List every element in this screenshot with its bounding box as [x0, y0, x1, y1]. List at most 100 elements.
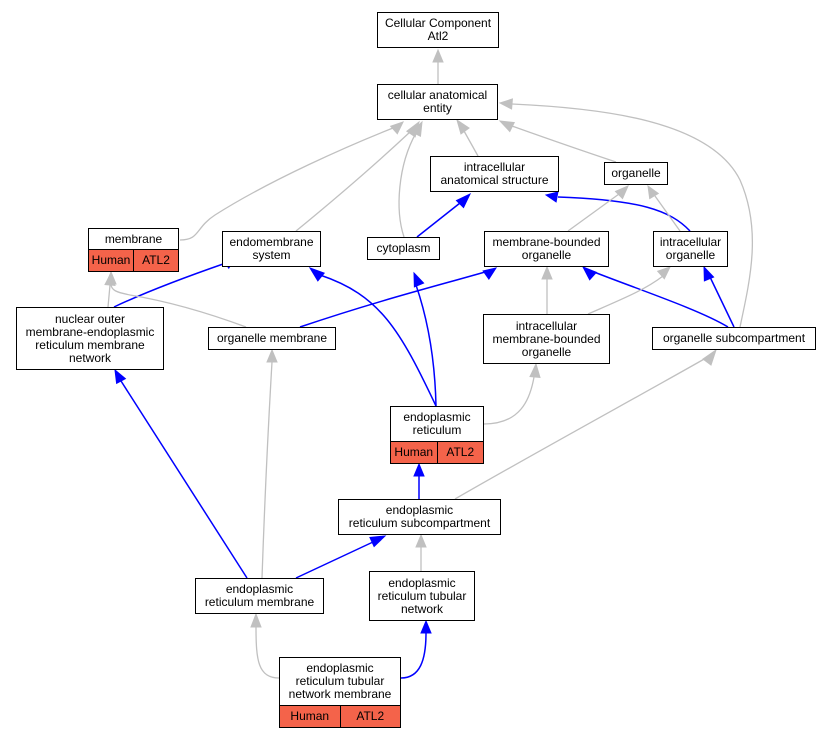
edge-arrowhead [114, 368, 127, 385]
edge-part-of-endoplasmic-reticulum [308, 267, 437, 407]
edge-arrowhead [420, 619, 432, 634]
node-label: intracellular anatomical structure [440, 160, 549, 187]
node-label: endoplasmic reticulum [403, 410, 471, 437]
edge-arrowhead [410, 120, 423, 138]
edge-line [113, 262, 227, 308]
node-label: organelle [611, 166, 661, 180]
edge-part-of-intracellular-organelle [544, 191, 691, 232]
edge-line [511, 103, 753, 328]
node-cellular-anatomical-entity[interactable]: cellular anatomical entity [377, 84, 498, 120]
node-endoplasmic-reticulum[interactable]: endoplasmic reticulum Human ATL2 [390, 406, 484, 464]
edge-part-of-er-subcompartment [413, 462, 425, 499]
edge-arrowhead [703, 265, 715, 282]
node-label: organelle subcompartment [662, 331, 806, 345]
gene-label: ATL2 [133, 250, 178, 271]
edge-arrowhead [541, 265, 553, 280]
edge-part-of-er-membrane [295, 535, 387, 579]
edge-line [120, 380, 248, 579]
edge-line [319, 274, 437, 407]
edge-line [416, 202, 461, 238]
node-er-tubular-network-membrane[interactable]: endoplasmic reticulum tubular network me… [279, 657, 401, 728]
edge-arrowhead [369, 535, 387, 548]
edge-line [511, 125, 617, 163]
node-membrane-bounded-organelle[interactable]: membrane-bounded organelle [484, 231, 609, 267]
node-label: organelle membrane [216, 331, 328, 345]
edge-is-a-er-tubular-network-membrane [250, 612, 280, 679]
edge-is-a-intracellular-membrane-bounded-organelle [587, 266, 671, 315]
gene-label: ATL2 [339, 706, 401, 727]
edge-arrowhead [250, 612, 262, 628]
edge-line [261, 361, 273, 579]
edge-arrowhead [498, 120, 516, 133]
edge-line [567, 193, 620, 232]
edge-part-of-cytoplasm [416, 192, 472, 238]
node-label: endomembrane system [229, 235, 314, 262]
edge-line [654, 195, 681, 232]
node-label: endoplasmic reticulum membrane [204, 582, 315, 609]
edge-arrowhead [415, 533, 427, 548]
species-label: Human [290, 709, 330, 723]
node-er-subcompartment[interactable]: endoplasmic reticulum subcompartment [338, 499, 501, 535]
edge-arrowhead [544, 191, 559, 203]
node-label: membrane-bounded organelle [492, 235, 601, 262]
edge-line [587, 275, 664, 315]
node-root[interactable]: Cellular Component Atl2 [377, 12, 499, 48]
edge-arrowhead [456, 118, 470, 135]
node-er-tubular-network[interactable]: endoplasmic reticulum tubular network [369, 571, 475, 621]
annotation-row: Human ATL2 [280, 705, 400, 727]
edge-arrowhead [482, 267, 498, 280]
edge-part-of-endoplasmic-reticulum [413, 271, 437, 407]
node-label: endoplasmic reticulum tubular network me… [288, 661, 392, 701]
edge-arrowhead [498, 98, 513, 110]
node-label: membrane [104, 231, 163, 246]
edge-line [299, 271, 486, 328]
node-intracellular-membrane-bounded-organelle[interactable]: intracellular membrane-bounded organelle [483, 314, 610, 364]
edge-line [398, 132, 417, 238]
edge-is-a-er-membrane [261, 348, 278, 579]
edge-arrowhead [647, 184, 660, 200]
edge-arrowhead [266, 348, 278, 363]
edge-line [454, 357, 707, 500]
edge-part-of-er-membrane [114, 368, 248, 579]
node-cytoplasm[interactable]: cytoplasm [367, 237, 440, 260]
node-endomembrane-system[interactable]: endomembrane system [222, 231, 321, 267]
edge-arrowhead [413, 271, 425, 288]
edge-arrowhead [104, 271, 116, 286]
edge-is-a-organelle-subcompartment [498, 98, 753, 328]
node-label: cellular anatomical entity [387, 88, 488, 115]
edge-is-a-endomembrane-system [295, 120, 420, 232]
edge-line [557, 196, 691, 232]
node-label: nuclear outer membrane-endoplasmic retic… [25, 311, 155, 365]
node-label: cytoplasm [376, 241, 431, 255]
edge-arrowhead [389, 121, 404, 135]
edge-line [415, 284, 437, 407]
node-er-membrane[interactable]: endoplasmic reticulum membrane [195, 578, 324, 614]
annotation-row: Human ATL2 [391, 441, 483, 463]
edge-line [110, 284, 247, 328]
species-label: Human [91, 253, 131, 267]
node-intracellular-anatomical-structure[interactable]: intracellular anatomical structure [430, 156, 559, 192]
edge-arrowhead [432, 48, 444, 63]
species-label: Human [394, 445, 434, 459]
edge-line [400, 632, 427, 679]
edge-arrowhead [455, 192, 472, 209]
edge-is-a-organelle [498, 120, 617, 163]
edge-line [255, 626, 280, 679]
node-organelle-membrane[interactable]: organelle membrane [208, 327, 336, 350]
edge-is-a-membrane [179, 121, 404, 241]
node-intracellular-organelle[interactable]: intracellular organelle [653, 231, 728, 267]
edge-arrowhead [702, 348, 717, 366]
edge-part-of-organelle-subcompartment [581, 266, 729, 328]
node-organelle[interactable]: organelle [604, 162, 668, 185]
node-nuclear-outer-membrane-er-membrane-network[interactable]: nuclear outer membrane-endoplasmic retic… [16, 307, 164, 370]
node-organelle-subcompartment[interactable]: organelle subcompartment [652, 327, 816, 350]
edge-is-a-intracellular-anatomical-structure [456, 118, 479, 157]
edge-is-a-intracellular-membrane-bounded-organelle [541, 265, 553, 314]
edge-line [295, 131, 411, 232]
node-membrane[interactable]: membrane Human ATL2 [88, 228, 179, 272]
edge-arrowhead [581, 266, 598, 281]
node-label: endoplasmic reticulum subcompartment [348, 503, 491, 530]
edge-line [483, 376, 535, 425]
edge-is-a-nuclear-outer-membrane-er-membrane-network [104, 271, 116, 308]
